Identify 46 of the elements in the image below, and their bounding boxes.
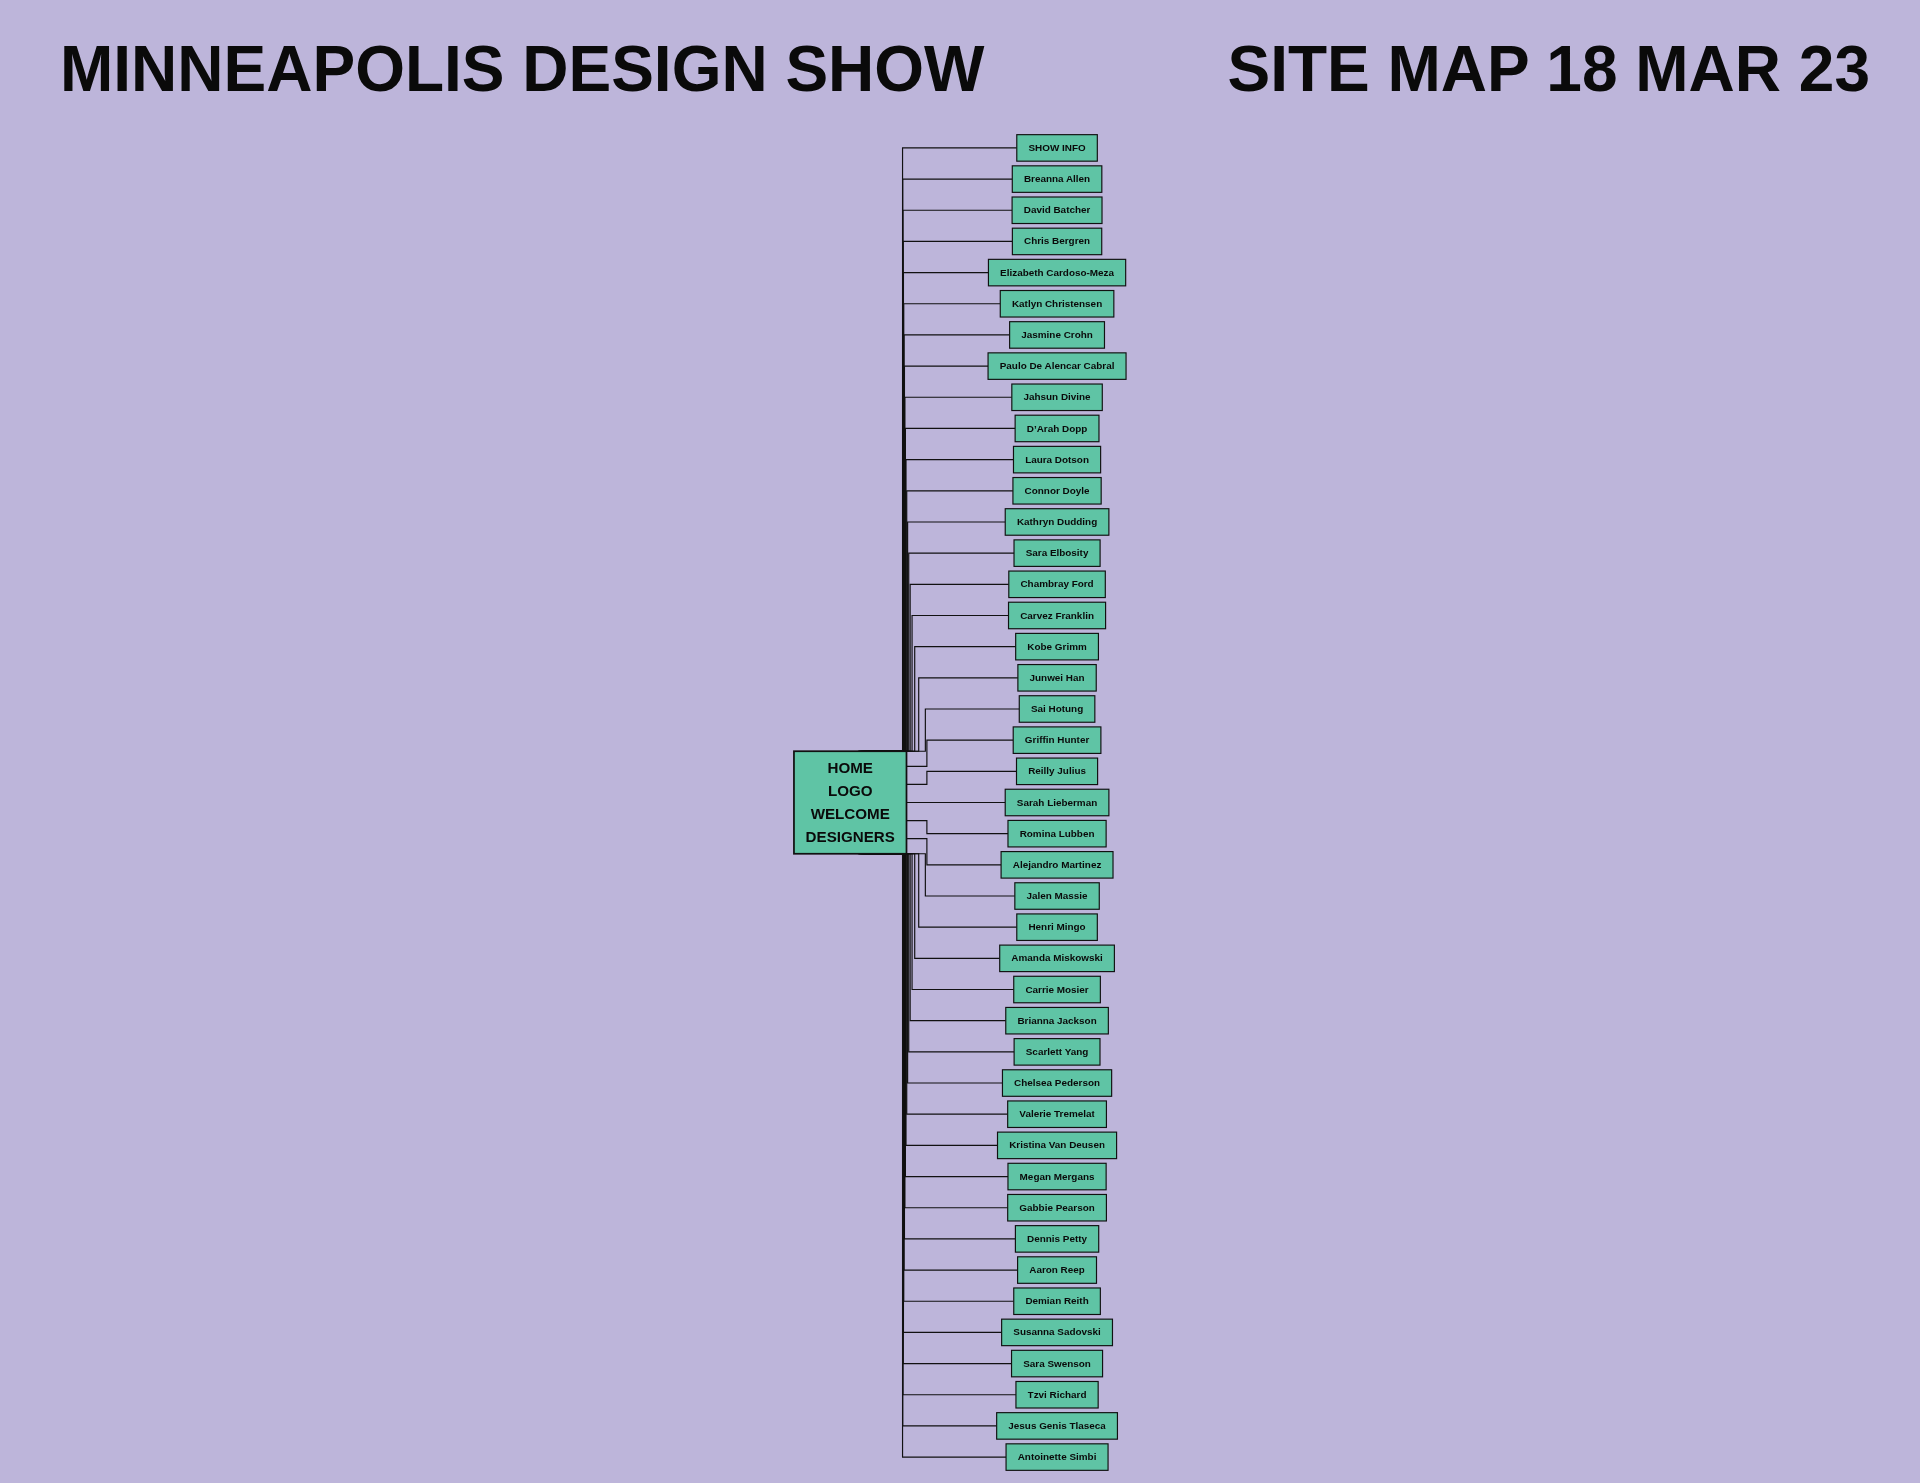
title: MINNEAPOLIS DESIGN SHOW <box>60 34 985 105</box>
node-box: Tzvi Richard <box>1015 1380 1099 1409</box>
node-box: Jesus Genis Tlaseca <box>996 1412 1119 1440</box>
node-box: Jahsun Divine <box>1011 383 1103 412</box>
node-box: Kristina Van Deusen <box>996 1131 1118 1160</box>
node-box: Antoinette Simbi <box>1005 1443 1109 1471</box>
node-box: Sara Swenson <box>1010 1349 1104 1378</box>
node-box: Kathryn Dudding <box>1004 508 1110 536</box>
node-box: Carrie Mosier <box>1013 975 1101 1004</box>
node-box: Amanda Miskowski <box>999 944 1115 973</box>
node-box: Scarlett Yang <box>1013 1038 1101 1066</box>
node-box: Griffin Hunter <box>1012 726 1102 754</box>
node-box: Romina Lubben <box>1007 819 1107 848</box>
node-box: Aaron Reep <box>1017 1256 1098 1284</box>
node-box: Jasmine Crohn <box>1009 321 1106 349</box>
node-box: Elizabeth Cardoso-Meza <box>987 258 1127 287</box>
node-box: Kobe Grimm <box>1015 632 1099 661</box>
node-box: Dennis Petty <box>1014 1225 1100 1253</box>
node-box: Sara Elbosity <box>1013 539 1101 567</box>
node-box: David Batcher <box>1011 196 1103 225</box>
node-box: Gabbie Pearson <box>1007 1193 1107 1222</box>
node-box: HOME LOGO WELCOME DESIGNERS <box>793 750 908 855</box>
node-box: Connor Doyle <box>1012 476 1102 505</box>
node-box: Henri Mingo <box>1016 913 1098 942</box>
node-box: SHOW INFO <box>1016 134 1098 162</box>
node-box: Laura Dotson <box>1012 445 1102 474</box>
node-box: Breanna Allen <box>1011 165 1103 193</box>
node-box: Paulo De Alencar Cabral <box>987 352 1127 380</box>
node-box: Brianna Jackson <box>1005 1006 1109 1035</box>
node-box: Junwei Han <box>1017 663 1097 692</box>
node-box: Susanna Sadovski <box>1001 1318 1114 1347</box>
node-box: Alejandro Martinez <box>1000 851 1114 879</box>
node-box: Sai Hotung <box>1018 695 1096 723</box>
node-box: Chelsea Pederson <box>1001 1069 1113 1097</box>
node-box: Megan Mergans <box>1007 1162 1107 1191</box>
node-box: Carvez Franklin <box>1007 601 1107 630</box>
node-box: D’Arah Dopp <box>1014 414 1100 443</box>
node-box: Demian Reith <box>1013 1287 1101 1316</box>
node-box: Jalen Massie <box>1014 882 1100 910</box>
node-box: Chambray Ford <box>1008 570 1106 599</box>
node-box: Valerie Tremelat <box>1007 1100 1107 1129</box>
node-box: Chris Bergren <box>1011 227 1103 256</box>
node-box: Reilly Julius <box>1015 757 1099 786</box>
node-box: Katlyn Christensen <box>999 289 1115 318</box>
heading-text: SITE MAP 18 MAR 23 <box>1227 34 1870 105</box>
node-box: Sarah Lieberman <box>1004 788 1110 817</box>
